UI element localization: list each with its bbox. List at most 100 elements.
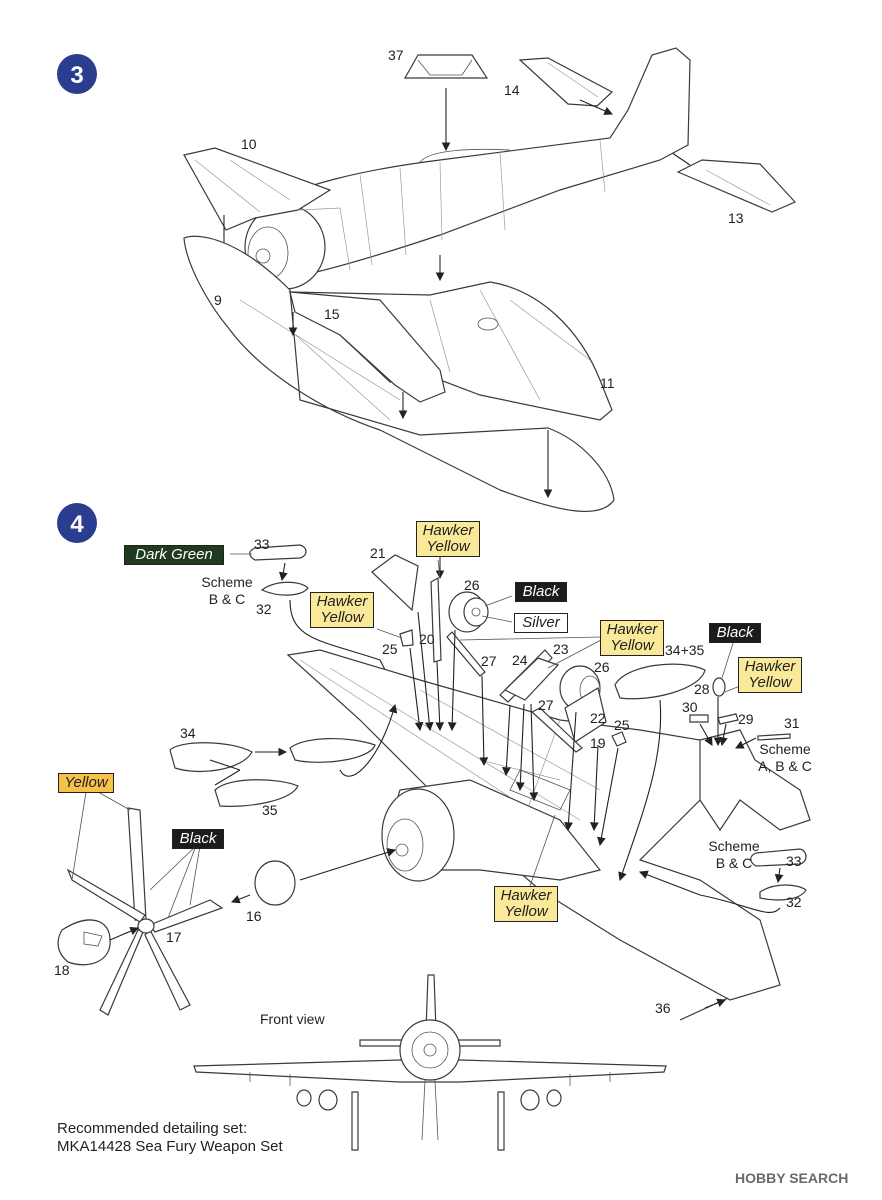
stabiliser-part-14 xyxy=(518,57,614,107)
fuselage-step-3 xyxy=(244,47,691,290)
label-30: 30 xyxy=(682,699,698,715)
hook-part-31 xyxy=(757,733,791,741)
callout-dark-green: Dark Green xyxy=(124,545,224,565)
label-34-35: 34+35 xyxy=(665,642,705,658)
arrow-18 xyxy=(109,926,140,941)
gear-part-27-left xyxy=(446,631,486,677)
callout-hawker-yellow-4: Hawker Yellow xyxy=(738,657,802,693)
leader-black-2 xyxy=(721,639,735,679)
label-34: 34 xyxy=(180,725,196,741)
step-4-badge: 4 xyxy=(57,503,97,543)
gear-part-27-right xyxy=(530,707,583,753)
arrow-36 xyxy=(704,998,727,1009)
arrow-tank-left xyxy=(339,703,398,777)
callout-hawker-yellow-3-line2: Yellow xyxy=(610,637,654,654)
stabiliser-part-13 xyxy=(676,159,797,213)
callout-hawker-yellow-3-line1: Hawker xyxy=(606,621,658,638)
label-26-left: 26 xyxy=(464,577,480,593)
footer-line-1: Recommended detailing set: xyxy=(57,1120,248,1137)
arrow-33-left xyxy=(279,562,288,582)
spinner-part-16 xyxy=(254,860,296,906)
label-23: 23 xyxy=(553,641,569,657)
label-9: 9 xyxy=(214,292,222,308)
leader-silver xyxy=(481,615,513,623)
footer-line-2: MKA14428 Sea Fury Weapon Set xyxy=(57,1138,283,1155)
arrow-24 xyxy=(515,703,525,792)
arrow-32-right xyxy=(638,870,781,913)
tailwheel-part-30 xyxy=(689,714,709,723)
step-4-number: 4 xyxy=(70,511,84,538)
callout-black-2: Black xyxy=(709,623,761,643)
note-scheme-abc-line1: Scheme xyxy=(759,741,811,757)
label-37: 37 xyxy=(388,47,404,63)
note-scheme-bc-left-line2: B & C xyxy=(208,591,246,607)
callout-black-3: Black xyxy=(172,829,224,849)
leader-hawker-2 xyxy=(376,628,403,639)
label-31: 31 xyxy=(784,715,800,731)
label-27-left: 27 xyxy=(481,653,497,669)
callout-hawker-yellow-5: Hawker Yellow xyxy=(494,886,558,922)
label-32-right: 32 xyxy=(786,894,802,910)
callout-dark-green-text: Dark Green xyxy=(135,546,213,563)
label-22: 22 xyxy=(590,710,606,726)
arrow-16-prop xyxy=(230,894,251,904)
arrow-32-left xyxy=(289,599,399,696)
callout-yellow: Yellow xyxy=(58,773,114,793)
drop-tank-part-34-35-right xyxy=(614,663,706,700)
arrow-25-left xyxy=(409,647,424,732)
watermark-logo: HOBBY SEARCH xyxy=(735,1170,848,1186)
callout-black-2-text: Black xyxy=(716,624,754,641)
callout-black-3-text: Black xyxy=(179,830,217,847)
label-26-right: 26 xyxy=(594,659,610,675)
backplate-part-18 xyxy=(57,919,111,966)
leader-hawker-3 xyxy=(459,636,602,669)
label-17: 17 xyxy=(166,929,182,945)
label-33-left: 33 xyxy=(254,536,270,552)
arrow-33-right xyxy=(774,867,784,884)
label-32-left: 32 xyxy=(256,601,272,617)
label-19: 19 xyxy=(590,735,606,751)
note-scheme-bc-right-line2: B & C xyxy=(715,855,753,871)
arrow-35-left xyxy=(209,759,241,786)
label-18: 18 xyxy=(54,962,70,978)
drop-tank-assembled-left xyxy=(289,738,376,763)
arrow-20 xyxy=(435,661,445,732)
wing-part-10 xyxy=(183,147,332,231)
label-29: 29 xyxy=(738,711,754,727)
arrow-27-left xyxy=(479,675,489,767)
footer-recommendation: Recommended detailing set: MKA14428 Sea … xyxy=(57,1120,283,1156)
drop-tank-part-33-right xyxy=(750,848,807,867)
arrow-26-left xyxy=(447,629,457,732)
leader-hawker-4 xyxy=(724,685,741,693)
tailwheel-part-29 xyxy=(717,713,739,725)
callout-hawker-yellow-2-line2: Yellow xyxy=(320,609,364,626)
label-13: 13 xyxy=(728,210,744,226)
callout-black-1: Black xyxy=(515,582,567,602)
drop-tank-part-35-left xyxy=(214,779,299,807)
label-10: 10 xyxy=(241,136,257,152)
note-scheme-bc-right-line1: Scheme xyxy=(708,838,760,854)
arrow-29 xyxy=(719,723,728,747)
arrow-16 xyxy=(299,848,397,881)
label-11: 11 xyxy=(600,375,615,391)
leader-yellow xyxy=(71,791,131,881)
gear-door-part-21 xyxy=(371,554,419,612)
gear-part-25-left xyxy=(399,629,414,647)
label-21: 21 xyxy=(370,545,386,561)
callout-hawker-yellow-1: Hawker Yellow xyxy=(416,521,480,557)
callout-yellow-text: Yellow xyxy=(64,774,108,791)
leader-hawker-5 xyxy=(529,814,556,887)
arrow-25-right xyxy=(597,747,619,847)
arrow-14 xyxy=(579,99,614,115)
leader-black-1 xyxy=(484,595,513,607)
label-24: 24 xyxy=(512,652,528,668)
arrow-31 xyxy=(735,737,757,749)
label-27-right: 27 xyxy=(538,697,554,713)
label-25-left: 25 xyxy=(382,641,398,657)
callout-hawker-yellow-3: Hawker Yellow xyxy=(600,620,664,656)
callout-hawker-yellow-2-line1: Hawker xyxy=(316,593,368,610)
note-scheme-bc-left: Scheme B & C xyxy=(196,574,258,608)
note-scheme-abc-line2: A, B & C xyxy=(758,758,812,774)
note-scheme-bc-left-line1: Scheme xyxy=(201,574,253,590)
